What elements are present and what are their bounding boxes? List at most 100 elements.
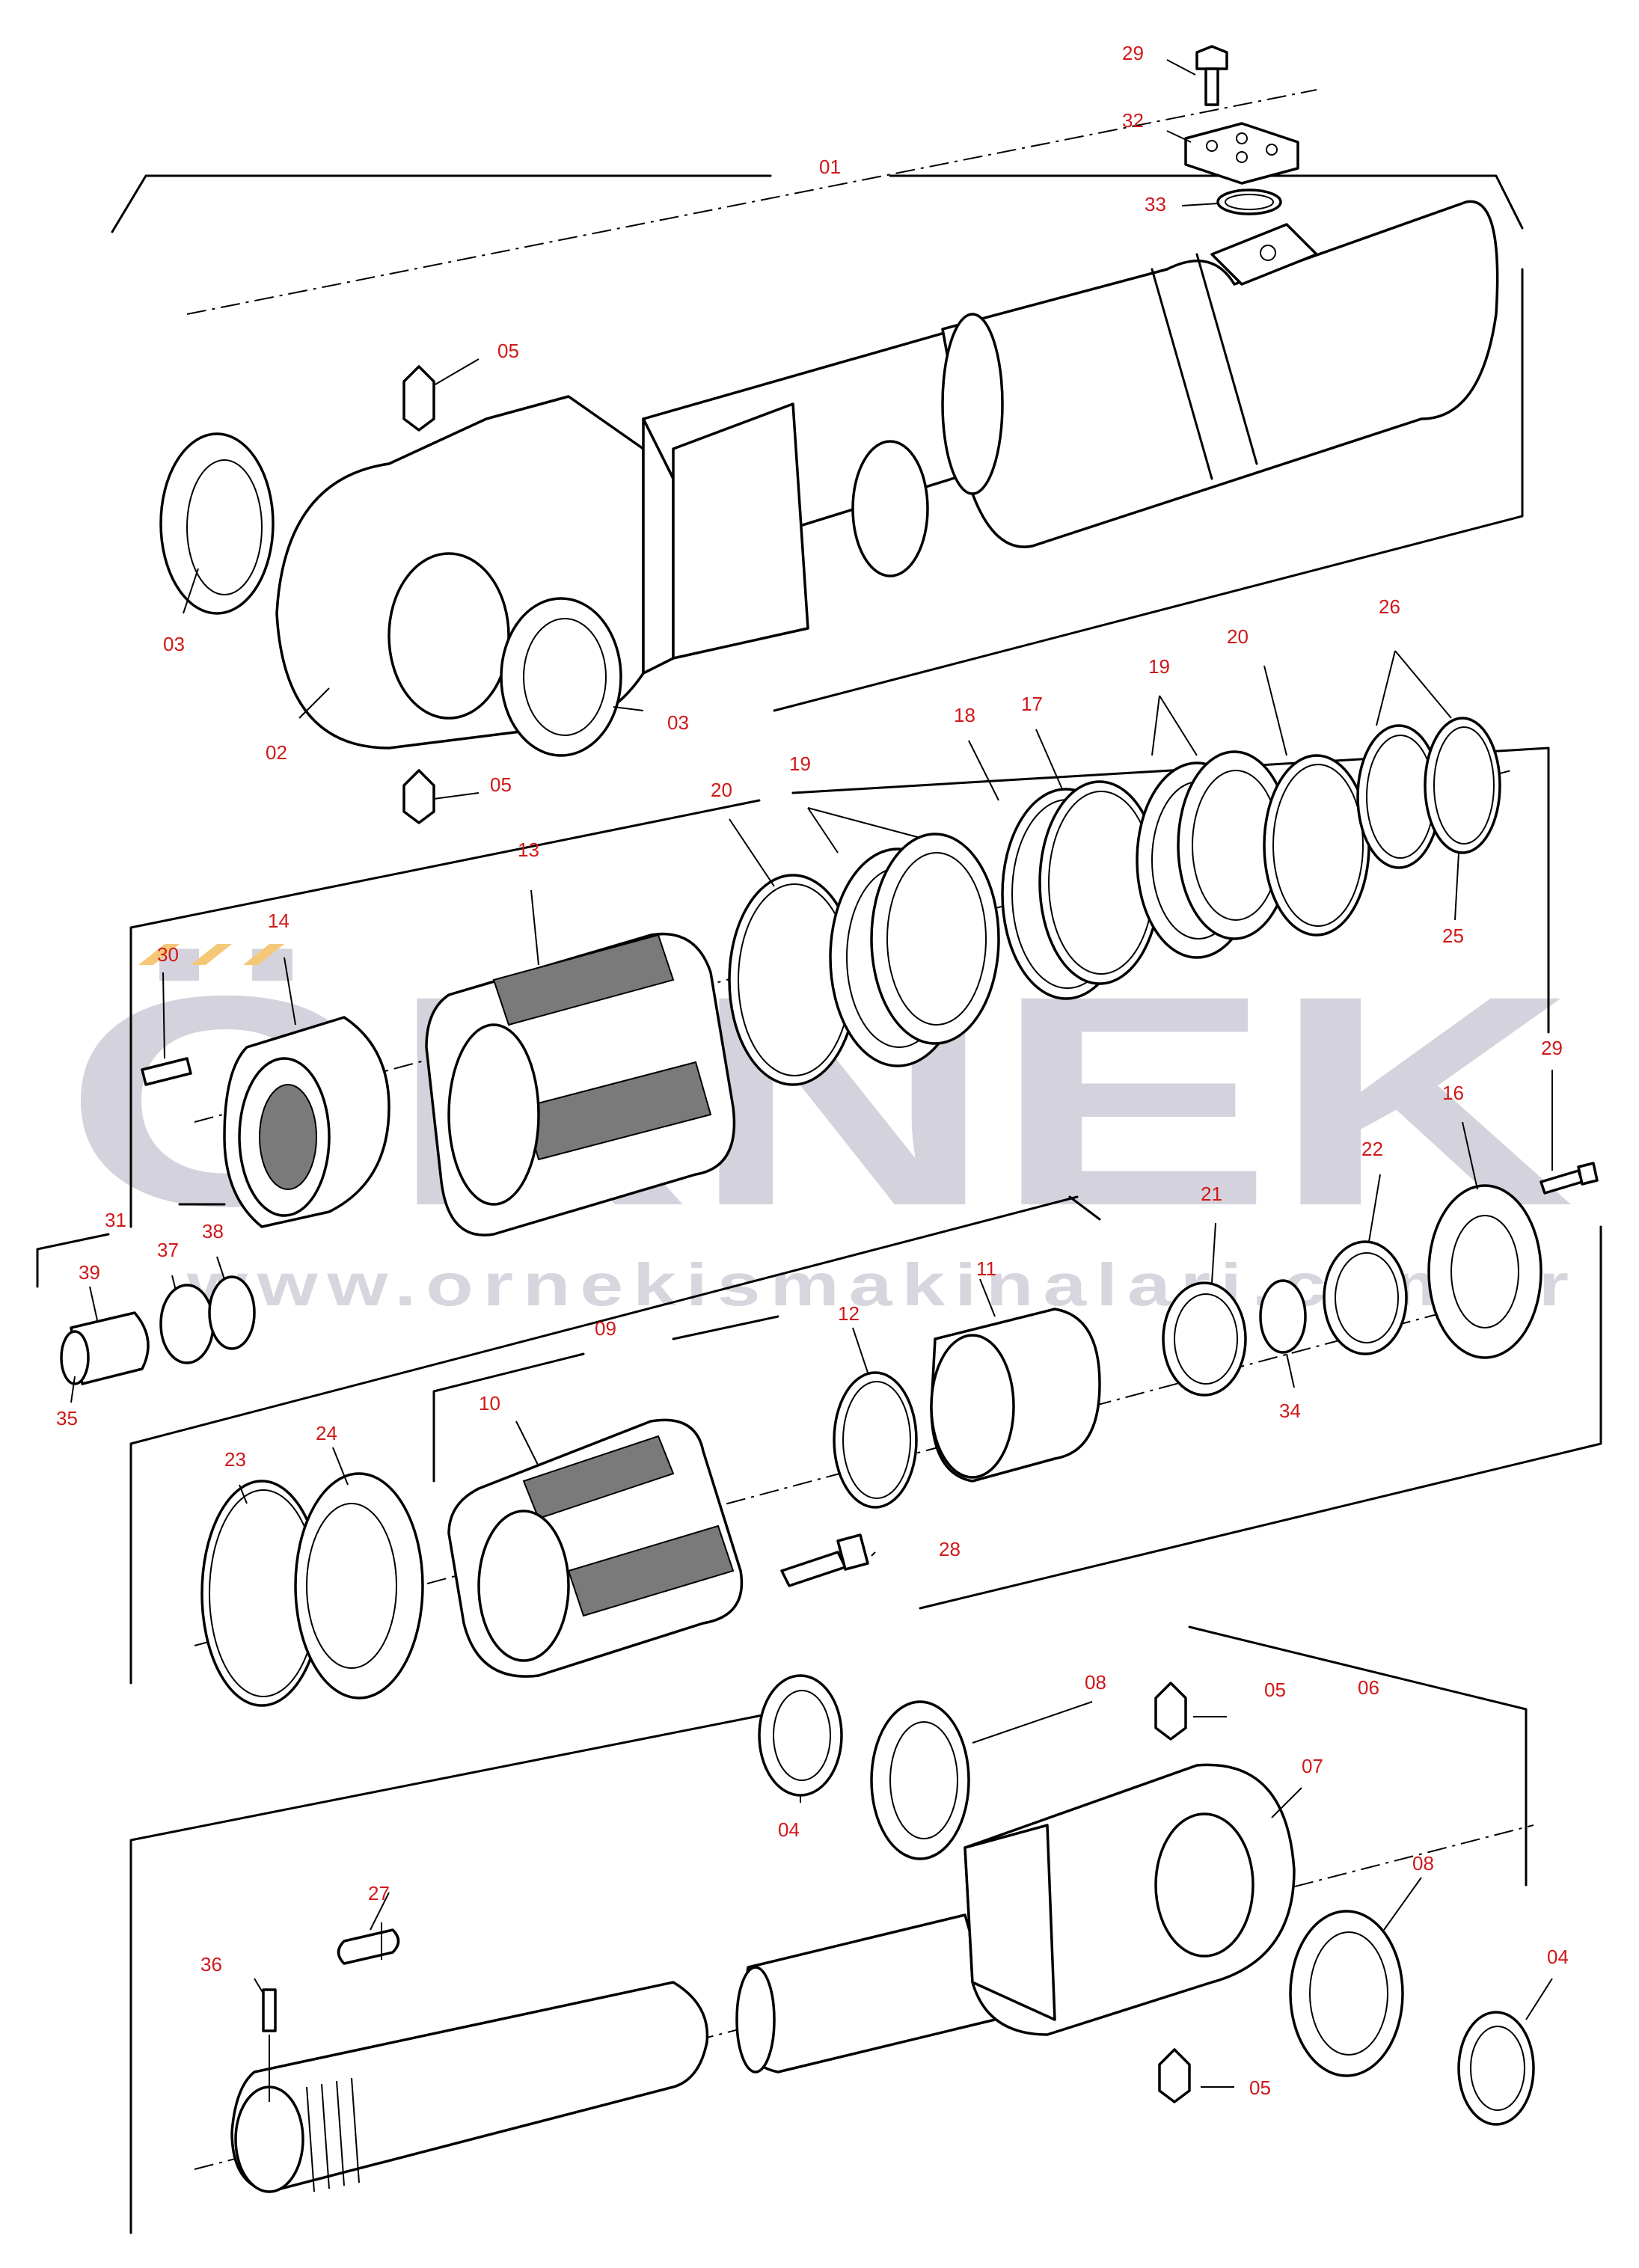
leader-07 — [1271, 1787, 1302, 1818]
seal-21-inner — [1174, 1293, 1238, 1385]
grease-nipple-05-bottom — [402, 769, 435, 824]
seal-21 — [1162, 1281, 1247, 1397]
leader-36 — [254, 1978, 264, 1994]
leader-08-left — [972, 1701, 1093, 1744]
cylinder-tube-group — [111, 45, 1524, 824]
flange-16-bore — [1450, 1215, 1519, 1328]
rod-threaded-end — [234, 2085, 304, 2193]
leader-38 — [216, 1256, 225, 1280]
ring-38 — [208, 1275, 256, 1350]
callout-12: 12 — [838, 1302, 860, 1325]
leader-08-right — [1383, 1877, 1422, 1931]
tube-rear — [941, 200, 1499, 548]
group-bracket-31 — [36, 1233, 110, 1288]
group-box-piston-left — [129, 799, 761, 1228]
callout-04-left: 04 — [778, 1818, 800, 1841]
rod-cut-end — [735, 1966, 776, 2074]
callout-19-mid: 19 — [789, 753, 811, 775]
leader-19-left — [807, 807, 921, 853]
gland-group — [36, 1162, 1602, 1707]
leader-27 — [370, 1892, 390, 1960]
oil-port-hole — [1260, 245, 1276, 261]
callout-23: 23 — [224, 1448, 246, 1471]
leader-17 — [1035, 729, 1063, 790]
callout-25: 25 — [1442, 925, 1464, 947]
grease-nipple-05-top — [402, 365, 435, 432]
callout-24: 24 — [316, 1422, 337, 1444]
callout-36: 36 — [200, 1953, 222, 1976]
callout-19-top: 19 — [1148, 655, 1170, 678]
leader-28 — [871, 1551, 876, 1557]
callout-02: 02 — [266, 741, 287, 764]
callout-22: 22 — [1361, 1138, 1383, 1160]
callout-05-d: 05 — [1249, 2077, 1271, 2099]
callout-31: 31 — [105, 1209, 126, 1231]
callout-21: 21 — [1201, 1183, 1222, 1205]
callout-20-top: 20 — [1227, 625, 1249, 648]
gland-10-section-bottom — [567, 1524, 735, 1617]
leader-22 — [1368, 1174, 1381, 1242]
callout-39: 39 — [79, 1261, 100, 1284]
ring-26-b-inner — [1433, 726, 1495, 845]
ring-26-b — [1424, 717, 1501, 854]
leader-32 — [1166, 130, 1192, 143]
callout-07: 07 — [1302, 1755, 1323, 1777]
leader-21 — [1211, 1222, 1216, 1284]
flange-16 — [1427, 1184, 1543, 1359]
bushing-08-left-inner — [889, 1721, 958, 1839]
group-box-tube — [773, 268, 1524, 712]
leader-13 — [530, 889, 539, 966]
split-ring-19-left-b-inner — [886, 852, 987, 1026]
bushing-08-right-inner — [1309, 1931, 1388, 2056]
seal-04-right-inner — [1470, 2026, 1525, 2111]
callout-29-top: 29 — [1122, 42, 1144, 64]
gland-10-section-top — [522, 1435, 675, 1520]
leader-24 — [332, 1447, 349, 1486]
callout-08-left: 08 — [1085, 1671, 1106, 1694]
group-box-gland-right — [919, 1225, 1602, 1610]
snap-ring-12 — [833, 1371, 918, 1509]
leader-35 — [70, 1376, 76, 1403]
callout-17: 17 — [1021, 693, 1043, 715]
bushing-03-left-inner — [186, 459, 263, 595]
piston-group — [129, 717, 1550, 1236]
rod-eye-block — [964, 1824, 1056, 2021]
bolt-29-shank — [1204, 67, 1219, 106]
flange-hole-2 — [1236, 132, 1248, 144]
snap-ring-12-inner — [842, 1381, 911, 1499]
leader-34 — [1286, 1353, 1295, 1388]
callout-labels: 29 32 33 01 05 03 03 02 05 20 26 19 17 1… — [56, 42, 1569, 2099]
leader-11 — [979, 1278, 996, 1317]
grub-screw-30 — [141, 1057, 192, 1086]
watermark-accent-mark — [138, 944, 284, 965]
seal-04-left-inner — [773, 1690, 831, 1781]
leader-04-right — [1525, 1978, 1553, 2020]
callout-05-c: 05 — [1264, 1679, 1286, 1701]
callout-14: 14 — [268, 910, 289, 932]
tube-bore — [851, 440, 929, 577]
flange-hole-1 — [1206, 140, 1218, 152]
callout-32: 32 — [1122, 109, 1144, 132]
o-ring-33 — [1216, 189, 1282, 215]
split-ring-19-left-b — [870, 833, 1000, 1045]
ring-20-right — [1263, 754, 1370, 937]
callout-03-right: 03 — [667, 711, 689, 734]
ring-24-inner — [306, 1503, 397, 1669]
tube-band-line — [1151, 268, 1213, 480]
leader-29 — [1166, 59, 1196, 76]
flange-hole-3 — [1266, 144, 1278, 156]
leader-26 — [1376, 650, 1452, 726]
group-box-piston-right — [791, 747, 1550, 1034]
leader-03-right — [613, 706, 644, 711]
ring-37 — [159, 1284, 215, 1364]
callout-33: 33 — [1145, 193, 1166, 215]
callout-13: 13 — [518, 839, 539, 861]
sleeve-11-bore — [930, 1334, 1015, 1479]
tube-cut-end — [941, 313, 1004, 495]
callout-38: 38 — [202, 1220, 224, 1242]
leader-18 — [968, 740, 999, 801]
seal-22 — [1323, 1240, 1408, 1355]
callout-05-b: 05 — [490, 773, 512, 796]
leader-05-bottom — [433, 792, 480, 800]
